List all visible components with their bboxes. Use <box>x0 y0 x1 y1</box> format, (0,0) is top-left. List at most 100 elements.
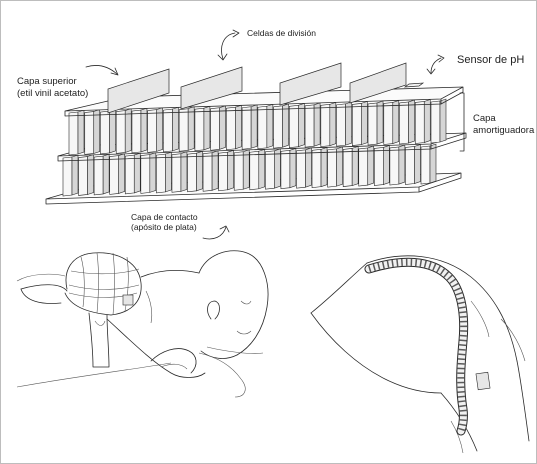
lower-cell-side <box>337 147 343 186</box>
lower-cell-front <box>63 157 72 196</box>
lower-cell-front <box>110 156 119 195</box>
upper-cell-side <box>377 101 383 144</box>
upper-cell-front <box>321 104 330 146</box>
upper-cell-front <box>132 110 141 153</box>
lower-cell-front <box>265 151 274 189</box>
label-ph-sensor: Sensor de pH <box>457 54 524 66</box>
upper-cell-front <box>100 111 109 154</box>
upper-cell-front <box>289 105 298 147</box>
upper-cell-front <box>69 112 78 155</box>
upper-cell-side <box>172 107 178 151</box>
lower-cell-front <box>405 146 414 184</box>
lower-cell-front <box>94 156 103 195</box>
upper-cell-front <box>415 101 424 143</box>
lower-cell-side <box>165 152 171 192</box>
label-cushion-layer-2: amortiguadora <box>473 125 534 136</box>
upper-cell-side <box>393 100 399 143</box>
lower-cell-side <box>103 154 109 194</box>
upper-cell-front <box>352 103 361 145</box>
upper-cell-side <box>251 105 257 149</box>
upper-cell-front <box>242 107 251 150</box>
label-division-cells: Celdas de división <box>247 28 316 38</box>
lower-cell-side <box>383 145 389 184</box>
upper-cell-front <box>274 106 283 148</box>
lower-cell-side <box>72 155 78 195</box>
lower-cell-side <box>352 146 358 185</box>
upper-cell-front <box>116 111 125 154</box>
upper-cell-side <box>440 99 446 142</box>
upper-cell-front <box>211 108 220 151</box>
lower-cell-side <box>243 150 249 190</box>
lower-cell-front <box>156 154 165 193</box>
lower-cell-side <box>399 145 405 184</box>
upper-cell-side <box>188 107 194 151</box>
lower-cell-side <box>150 153 156 193</box>
upper-cell-side <box>424 99 430 142</box>
lower-cell-front <box>141 155 150 194</box>
lower-cell-front <box>343 148 352 186</box>
upper-cell-side <box>298 103 304 146</box>
lower-cell-side <box>119 154 125 194</box>
upper-cell-front <box>85 112 94 155</box>
lower-cell-front <box>125 155 134 194</box>
lower-cell-front <box>296 150 305 188</box>
lower-cell-side <box>321 147 327 186</box>
infant-figure <box>17 251 268 397</box>
cushion-bracket <box>460 93 464 151</box>
label-top-layer-material: (etil vinil acetato) <box>17 88 88 99</box>
upper-cell-side <box>361 101 367 144</box>
upper-cell-front <box>179 109 188 152</box>
lower-cell-front <box>421 146 430 184</box>
ph-sensor-patch-adult <box>476 372 490 390</box>
lower-cell-side <box>88 155 94 195</box>
ph-sensor-patch-infant <box>123 295 133 305</box>
upper-cell-front <box>305 105 314 147</box>
spine-dressing <box>369 262 464 431</box>
lower-cell-side <box>274 149 280 188</box>
lower-cell-front <box>203 153 212 192</box>
lower-cell-front <box>79 157 88 196</box>
upper-cell-front <box>431 101 440 143</box>
upper-cell-side <box>94 110 100 154</box>
upper-cell-front <box>195 108 204 151</box>
dressing-structure <box>46 63 466 204</box>
upper-cell-side <box>109 109 115 153</box>
lower-cell-front <box>390 147 399 185</box>
lower-cell-side <box>414 144 420 183</box>
upper-cell-side <box>157 108 163 152</box>
upper-cell-side <box>267 104 273 147</box>
lower-cell-front <box>359 148 368 186</box>
lower-cell-side <box>368 146 374 185</box>
lower-cell-front <box>328 149 337 187</box>
lower-cell-side <box>134 153 140 193</box>
lower-cell-front <box>172 154 181 193</box>
lower-cell-front <box>281 150 290 188</box>
upper-cell-side <box>204 106 210 150</box>
lower-cell-side <box>430 144 436 183</box>
lower-cell-side <box>228 150 234 190</box>
adult-back-figure <box>311 256 529 453</box>
upper-cell-side <box>220 106 226 150</box>
upper-cell-front <box>384 102 393 144</box>
lower-cell-front <box>374 147 383 185</box>
lower-cell-side <box>212 151 218 191</box>
lower-cell-front <box>188 153 197 192</box>
upper-cell-front <box>258 106 267 148</box>
lower-cell-side <box>181 152 187 192</box>
upper-cell-side <box>409 100 415 143</box>
lower-cell-front <box>219 152 228 191</box>
upper-cell-front <box>400 102 409 144</box>
lower-cell-front <box>234 152 243 191</box>
lower-cell-side <box>259 149 265 188</box>
upper-cell-front <box>163 109 172 152</box>
upper-cell-side <box>235 105 241 149</box>
upper-cell-side <box>125 109 131 153</box>
upper-cell-side <box>78 110 84 154</box>
upper-cell-front <box>226 107 235 150</box>
upper-cell-side <box>141 108 147 152</box>
lower-cell-side <box>290 148 296 187</box>
upper-cell-side <box>330 102 336 145</box>
label-cushion-layer-1: Capa <box>473 113 496 124</box>
label-contact-layer-1: Capa de contacto <box>131 212 198 222</box>
